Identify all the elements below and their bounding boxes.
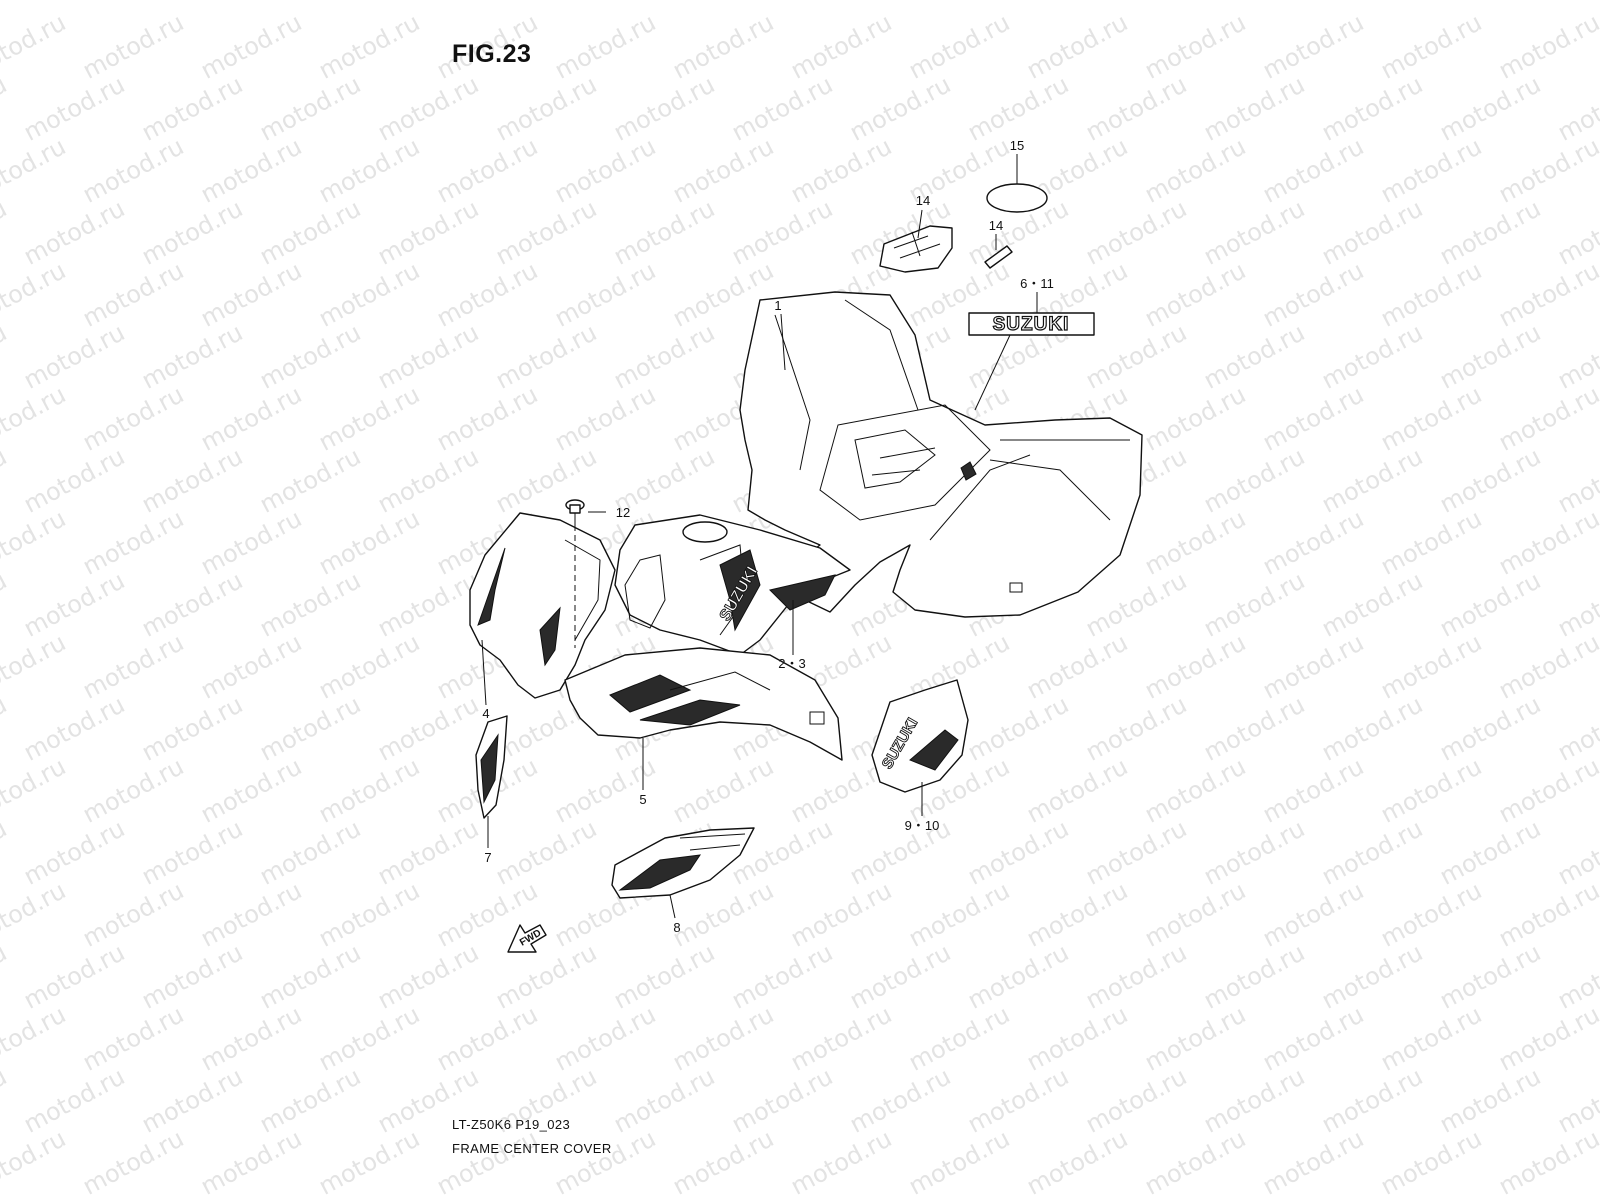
part-1-rear-fender [739, 291, 1143, 618]
callout-13: 14 [916, 193, 930, 208]
part-15-ring [986, 183, 1048, 213]
part-7-side-decal [475, 715, 508, 819]
diagram-code: LT-Z50K6 P19_023 [452, 1117, 571, 1132]
part-13-pad [879, 225, 953, 273]
part-14-pin [984, 245, 1013, 269]
callout-15: 15 [1010, 138, 1024, 153]
emblem-text: SUZUKI [993, 314, 1070, 335]
part-6-11-emblem: SUZUKI [968, 312, 1095, 336]
figure-title: FIG.23 [452, 40, 532, 68]
diagram-caption: FRAME CENTER COVER [452, 1141, 612, 1156]
part-12-bolt [565, 499, 585, 648]
leader-lines [481, 154, 1038, 919]
part-5-front-cover [564, 647, 843, 761]
part-2-3-center-cover: SUZUKI [614, 514, 851, 656]
part-4-front-fender [469, 512, 616, 699]
fwd-arrow-icon: FWD [507, 924, 547, 953]
part-9-10-side-decal: SUZUKI [871, 679, 969, 793]
part-8-side-decal [611, 827, 755, 899]
